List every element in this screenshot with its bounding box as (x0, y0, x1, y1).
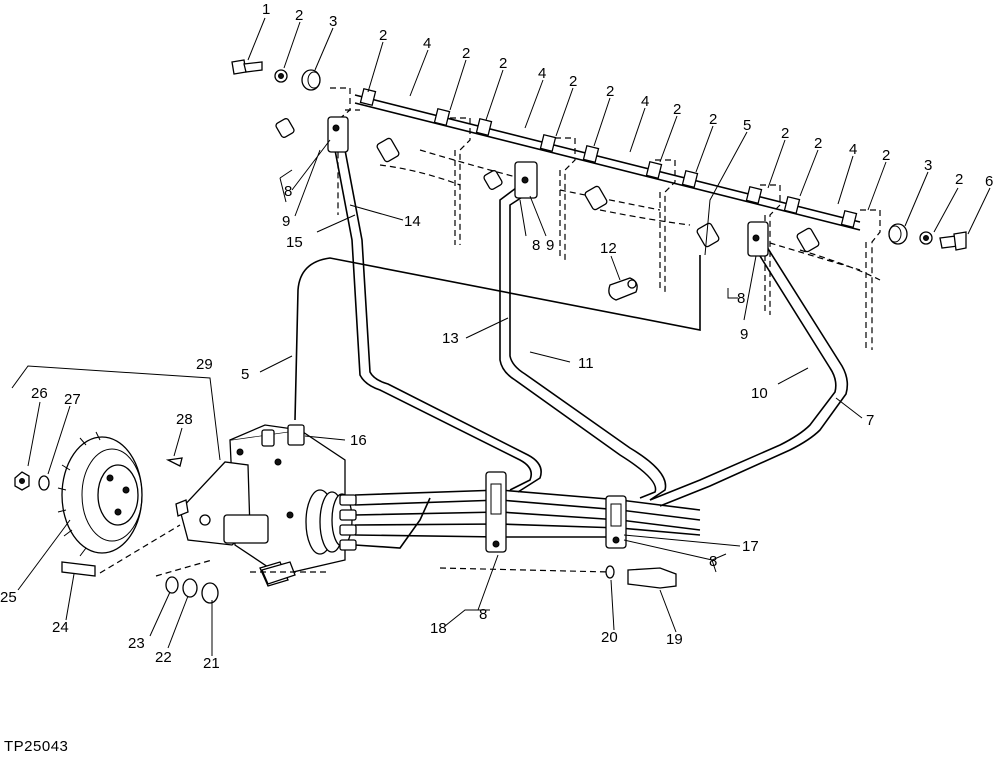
callout-26: 26 (31, 385, 48, 402)
callout-labels: 1 2 3 2 4 2 2 4 2 2 4 2 2 5 2 2 4 2 3 2 … (0, 1, 993, 672)
callout-9: 9 (546, 237, 554, 254)
callout-9: 9 (740, 326, 748, 343)
callout-14: 14 (404, 213, 421, 230)
callout-29: 29 (196, 356, 213, 373)
callout-22: 22 (155, 649, 172, 666)
callout-4: 4 (423, 35, 431, 52)
callout-27: 27 (64, 391, 81, 408)
leader-lines (11, 17, 991, 656)
callout-6: 6 (985, 173, 993, 190)
callout-7: 7 (866, 412, 874, 429)
callout-28: 28 (176, 411, 193, 428)
callout-16: 16 (350, 432, 367, 449)
callout-2: 2 (781, 125, 789, 142)
small-hardware (14, 457, 677, 604)
callout-2: 2 (673, 101, 681, 118)
callout-15: 15 (286, 234, 303, 251)
callout-12: 12 (600, 240, 617, 257)
pump-drive-gear (57, 431, 143, 557)
callout-10: 10 (751, 385, 768, 402)
callout-11: 11 (578, 355, 594, 372)
callout-17: 17 (742, 538, 759, 555)
line-clamps (275, 116, 820, 257)
callout-13: 13 (442, 330, 459, 347)
callout-8: 8 (709, 553, 717, 570)
callout-4: 4 (849, 141, 857, 158)
callout-23: 23 (128, 635, 145, 652)
callout-3: 3 (329, 13, 337, 30)
callout-18: 18 (430, 620, 447, 637)
callout-2: 2 (379, 27, 387, 44)
figure-id: TP25043 (4, 738, 69, 755)
callout-1: 1 (262, 1, 270, 18)
callout-2: 2 (462, 45, 470, 62)
part-12-clamp (608, 277, 638, 301)
injection-pump (175, 424, 357, 587)
leak-off-line (354, 87, 861, 231)
callout-4: 4 (538, 65, 546, 82)
callout-2: 2 (295, 7, 303, 24)
injection-nozzles (330, 87, 881, 350)
callout-2: 2 (709, 111, 717, 128)
callout-25: 25 (0, 589, 17, 606)
callout-2: 2 (499, 55, 507, 72)
callout-3: 3 (924, 157, 932, 174)
callout-2: 2 (882, 147, 890, 164)
callout-5: 5 (241, 366, 249, 383)
callout-8: 8 (479, 606, 487, 623)
callout-2: 2 (814, 135, 822, 152)
callout-9: 9 (282, 213, 290, 230)
callout-2: 2 (955, 171, 963, 188)
callout-4: 4 (641, 93, 649, 110)
callout-2: 2 (569, 73, 577, 90)
callout-19: 19 (666, 631, 683, 648)
callout-20: 20 (601, 629, 618, 646)
callout-8: 8 (284, 183, 292, 200)
leak-off-end-fittings (231, 59, 967, 251)
callout-2: 2 (606, 83, 614, 100)
callout-8: 8 (737, 290, 745, 307)
callout-8: 8 (532, 237, 540, 254)
callout-24: 24 (52, 619, 69, 636)
injection-lines (294, 149, 849, 549)
callout-21: 21 (203, 655, 220, 672)
bundle-clamps (485, 471, 627, 553)
callout-5: 5 (743, 117, 751, 134)
